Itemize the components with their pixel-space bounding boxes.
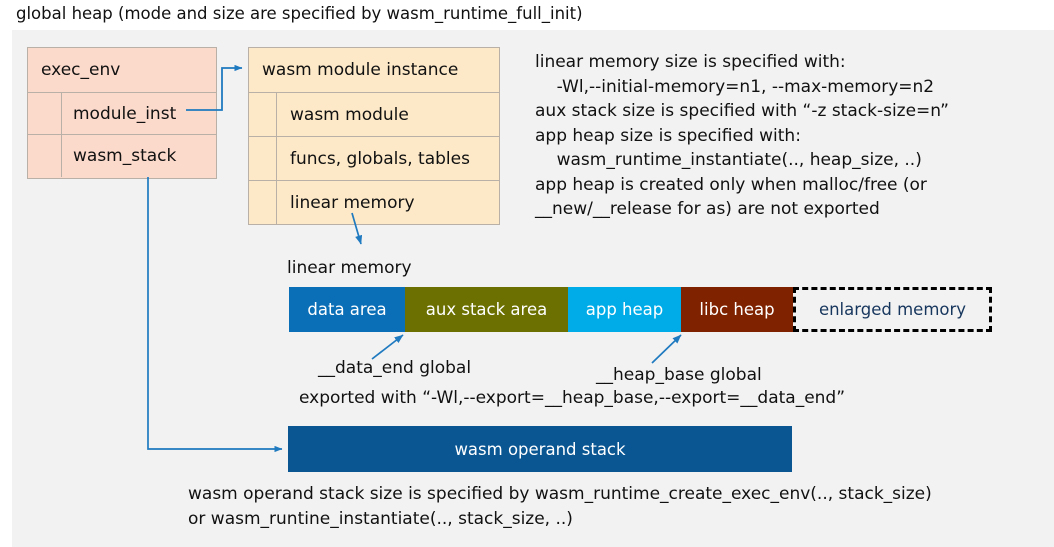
memory-segment-label: data area: [307, 300, 387, 319]
heap-base-callout: __heap_base global: [596, 365, 762, 385]
memory-segment-label: libc heap: [699, 300, 775, 319]
memory-segment-label: aux stack area: [425, 300, 548, 319]
page-title: global heap (mode and size are specified…: [16, 4, 583, 23]
memory-segment-label: app heap: [585, 300, 664, 319]
linear-memory-notes: linear memory size is specified with: -W…: [535, 52, 949, 219]
memory-segment-data-area: data area: [289, 287, 405, 332]
module-instance-gutter: [249, 137, 277, 180]
module-instance-header: wasm module instance: [249, 48, 499, 93]
exec-env-gutter: [28, 93, 62, 134]
memory-segment-aux-stack-area: aux stack area: [405, 287, 568, 332]
data-end-callout: __data_end global: [318, 358, 472, 378]
module-instance-row-wasm-module: wasm module: [249, 93, 499, 137]
module-instance-row-linear-memory: linear memory: [249, 181, 499, 225]
exec-env-box: exec_env module_inst wasm_stack: [27, 47, 217, 179]
module-instance-row-label: linear memory: [290, 193, 415, 213]
linear-memory-label: linear memory: [287, 258, 412, 278]
exported-callout: exported with “-Wl,--export=__heap_base,…: [299, 388, 846, 408]
module-instance-gutter: [249, 93, 277, 136]
linear-memory-bar: data area aux stack area app heap libc heap…: [289, 287, 992, 332]
exec-env-row-module-inst: module_inst: [28, 93, 216, 135]
exec-env-row-wasm-stack: wasm_stack: [28, 135, 216, 177]
operand-stack-notes: wasm operand stack size is specified by …: [188, 484, 932, 529]
memory-segment-libc-heap: libc heap: [681, 287, 793, 332]
module-instance-row-funcs-globals-tables: funcs, globals, tables: [249, 137, 499, 181]
wasm-operand-stack-box: wasm operand stack: [288, 426, 792, 472]
exec-env-gutter: [28, 135, 62, 177]
module-instance-gutter: [249, 181, 277, 225]
module-instance-row-label: wasm module: [290, 104, 409, 125]
memory-segment-app-heap: app heap: [568, 287, 681, 332]
module-instance-row-label: funcs, globals, tables: [290, 148, 470, 169]
memory-segment-label: enlarged memory: [818, 300, 967, 319]
exec-env-row-label: wasm_stack: [73, 146, 177, 166]
exec-env-header: exec_env: [28, 48, 216, 93]
memory-segment-enlarged-memory: enlarged memory: [793, 287, 992, 332]
exec-env-row-label: module_inst: [73, 103, 177, 124]
wasm-module-instance-box: wasm module instance wasm module funcs, …: [248, 47, 500, 225]
